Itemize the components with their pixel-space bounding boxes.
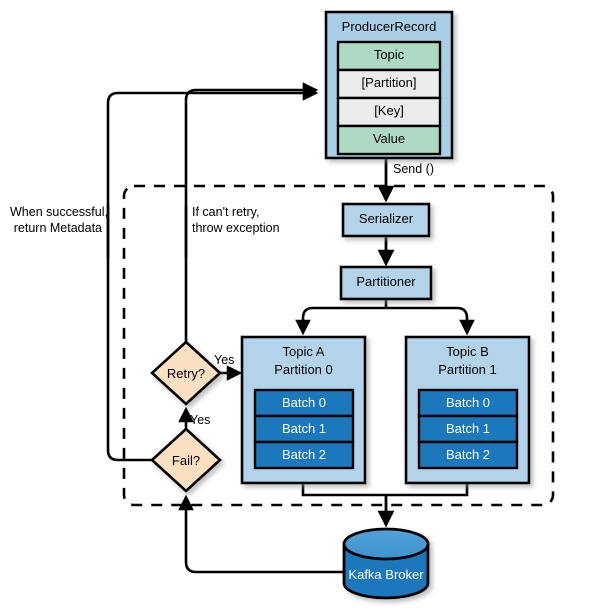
field-key-box [336, 96, 442, 128]
retry-decision-label: Retry? [166, 366, 206, 381]
partitioner-label: Partitioner [356, 274, 416, 289]
connector-partitioner-to-topic-a [295, 306, 386, 336]
topic-a-name: Topic A [282, 344, 325, 359]
note-exception-line-2: throw exception [192, 220, 280, 235]
fail-decision-diamond [150, 427, 222, 493]
connector-topic-b-to-broker [386, 483, 469, 497]
producer-record-field-key: [Key] [374, 103, 404, 118]
topic-a-batch-2 [253, 440, 355, 470]
topic-b-partition: Partition 1 [438, 362, 497, 377]
topic-a-batch-2-label: Batch 2 [281, 447, 327, 462]
retry-decision-diamond [150, 340, 222, 406]
send-method-label: Send () [393, 162, 434, 176]
topic-a-batches [253, 388, 355, 470]
topic-a-partition: Partition 0 [274, 362, 333, 377]
producer-boundary-box [122, 184, 555, 507]
note-success-metadata: When successful, return Metadata [10, 205, 108, 236]
topic-b-batch-1 [417, 414, 519, 444]
note-throw-exception: If can't retry, throw exception [192, 205, 312, 236]
producer-record-field-value: Value [372, 131, 406, 146]
retry-yes-label: Yes [214, 353, 235, 367]
topic-a-batch-0-label: Batch 0 [281, 395, 327, 410]
connector-partitioner-to-topic-b [386, 306, 475, 336]
connector-success-metadata [106, 85, 319, 462]
field-topic-box [336, 40, 442, 72]
serializer-label: Serializer [358, 211, 414, 226]
topic-a-batch-1-label: Batch 1 [281, 421, 327, 436]
producer-record-title: ProducerRecord [341, 19, 437, 34]
kafka-broker-cylinder [342, 527, 430, 600]
connector-broker-to-fail [178, 494, 344, 574]
partitioner-box [339, 265, 433, 301]
field-value-box [336, 124, 442, 156]
producer-record-fields [336, 40, 442, 156]
producer-record-field-partition: [Partition] [361, 75, 417, 90]
topic-b-batch-0-label: Batch 0 [445, 395, 491, 410]
topic-b-batch-1-label: Batch 1 [445, 421, 491, 436]
note-success-line-2: return Metadata [13, 220, 102, 235]
connector-topic-a-to-broker [301, 483, 386, 497]
fail-decision-label: Fail? [171, 453, 201, 468]
fail-yes-label: Yes [190, 413, 211, 427]
serializer-box [341, 202, 431, 238]
topic-b-batches [417, 388, 519, 470]
producer-record-field-topic: Topic [373, 47, 405, 62]
kafka-broker-label: Kafka Broker [348, 567, 424, 582]
topic-b-batch-2-label: Batch 2 [445, 447, 491, 462]
note-exception-line-1: If can't retry, [192, 205, 260, 219]
note-success-line-1: When successful, [10, 205, 108, 219]
topic-b-batch-2 [417, 440, 519, 470]
topic-b-name: Topic B [446, 344, 489, 359]
connector-throw-exception [184, 82, 319, 345]
